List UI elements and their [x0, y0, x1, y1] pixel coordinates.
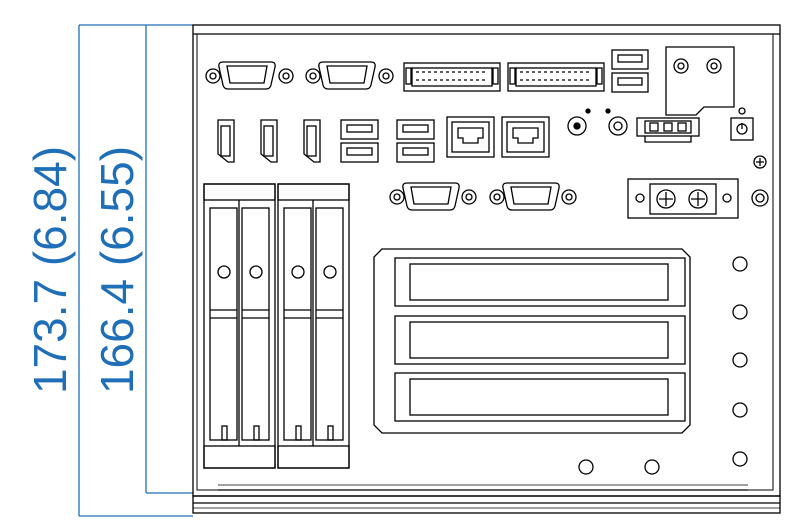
- power-input-plate: [665, 46, 735, 116]
- expansion-slot-1: [394, 257, 686, 307]
- audio-jacks: [567, 108, 628, 136]
- base-rail: [192, 495, 781, 514]
- db9-com-1: [205, 61, 294, 90]
- expansion-cage: [373, 248, 691, 434]
- displayport-1: [217, 119, 235, 163]
- expansion-slot-3: [394, 372, 686, 422]
- power-button: [730, 107, 754, 141]
- dc-input-terminal: [627, 178, 769, 219]
- expansion-slot-2: [394, 315, 686, 365]
- outer-dimension-label: 173.7 (6.84): [24, 146, 76, 394]
- antenna-holes: [578, 256, 748, 475]
- db9-com-4: [489, 182, 577, 211]
- chassis: [192, 24, 781, 514]
- db9-com-3: [389, 182, 477, 211]
- lan-port-2: [501, 116, 550, 158]
- drive-bay-1: [203, 183, 276, 469]
- terminal-block-2: [507, 62, 605, 92]
- remote-switch-connector: [636, 117, 700, 143]
- usb-stack-1: [340, 119, 379, 163]
- chassis-outer: [192, 24, 781, 497]
- usb-stack-2: [396, 119, 435, 163]
- terminal-block-1: [403, 62, 501, 92]
- inner-dimension-label: 166.4 (6.55): [91, 146, 143, 394]
- lan-port-1: [446, 116, 495, 158]
- ground-screw: [753, 155, 767, 169]
- db9-com-2: [305, 61, 394, 90]
- displayport-2: [260, 119, 278, 163]
- drive-bay-2: [277, 183, 350, 469]
- displayport-3: [303, 119, 321, 163]
- dimension-annotations: [78, 24, 193, 517]
- usb-stack-top: [611, 49, 649, 93]
